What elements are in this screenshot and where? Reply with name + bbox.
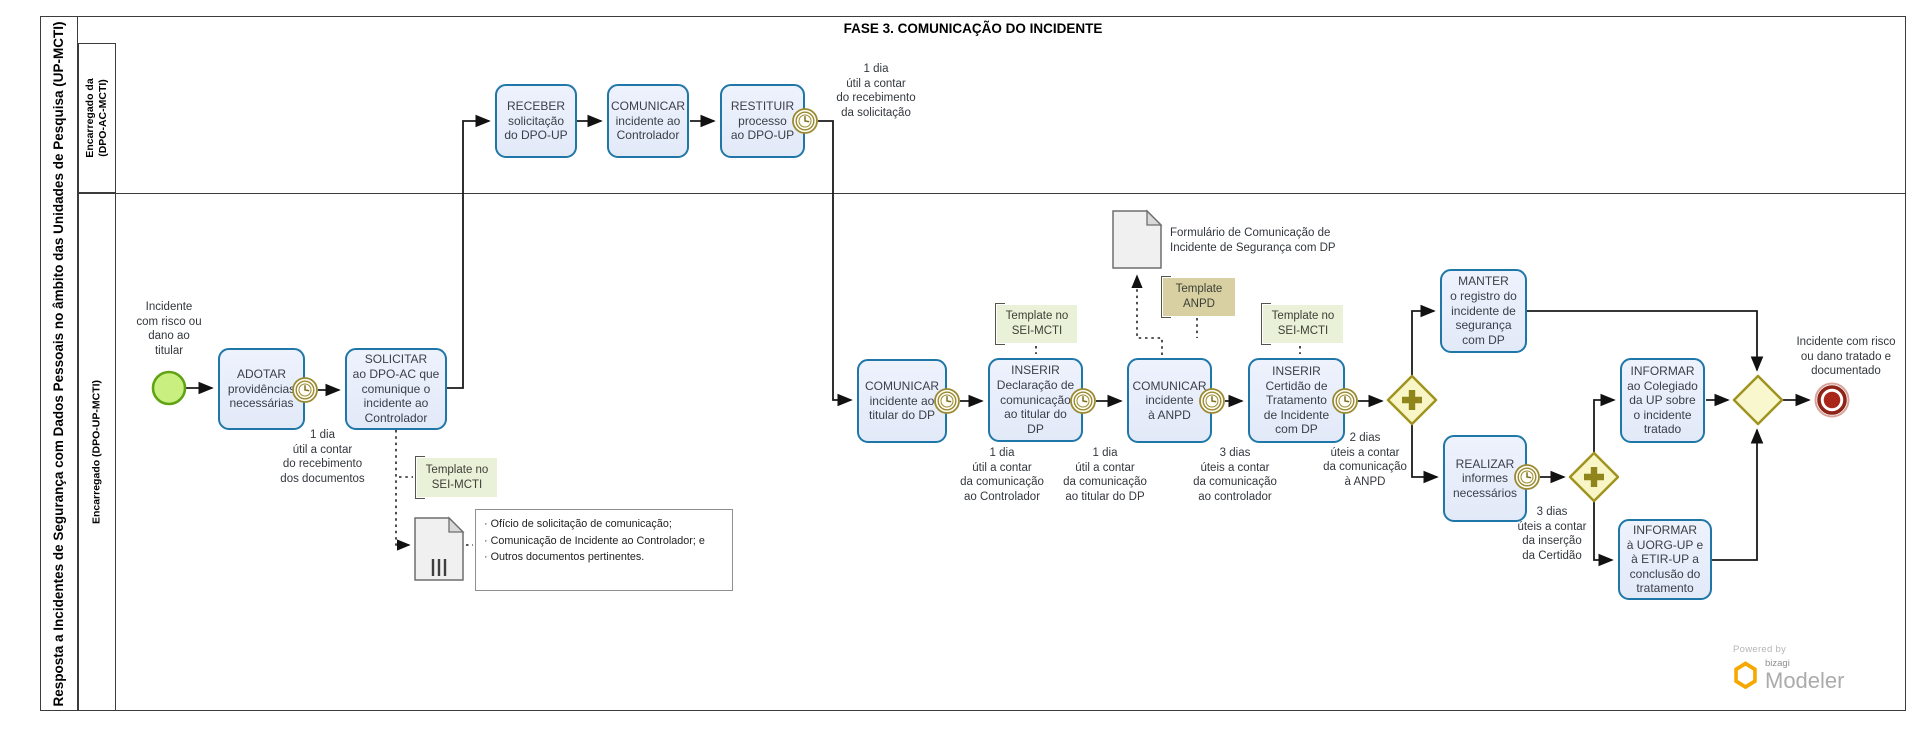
- documents-note: · Ofício de solicitação de comunicação; …: [475, 509, 733, 591]
- task-inserir-certidao: INSERIR Certidão de Tratamento de Incide…: [1248, 358, 1345, 443]
- label-prazo-adotar: 1 dia útil a contar do recebimento dos d…: [280, 429, 365, 486]
- label-prazo-ins-certidao: 2 dias úteis a contar da comunicação à A…: [1323, 432, 1407, 489]
- lane-header-bottom: Encarregado (DPO-UP-MCTI): [78, 193, 116, 711]
- note-line: · Ofício de solicitação de comunicação;: [484, 518, 672, 530]
- task-solicitar-dpo-ac: SOLICITAR ao DPO-AC que comunique o inci…: [345, 348, 447, 430]
- annotation-template-sei-2: Template no SEI-MCTI: [995, 303, 1077, 345]
- bizagi-hexagon-icon: [1734, 661, 1757, 690]
- lane-divider: [116, 193, 1906, 194]
- task-manter-registro: MANTER o registro do incidente de segura…: [1440, 269, 1527, 353]
- task-informar-uorg-etir: INFORMAR à UORG-UP e à ETIR-UP a conclus…: [1618, 519, 1712, 600]
- label-prazo-restituir: 1 dia útil a contar do recebimento da so…: [836, 63, 916, 120]
- pool-label: Resposta a Incidentes de Segurança com D…: [51, 21, 67, 706]
- modeler-product-text: Modeler: [1765, 667, 1845, 693]
- task-adotar-providencias: ADOTAR providências necessárias: [218, 348, 305, 430]
- note-line: · Comunicação de Incidente ao Controlado…: [484, 534, 705, 547]
- powered-by-text: Powered by: [1733, 644, 1787, 655]
- lane-bottom-label: Encarregado (DPO-UP-MCTI): [90, 379, 103, 525]
- lane-header-top: Encarregado da (DPO-AC-MCTI): [78, 43, 116, 193]
- annotation-template-sei-1: Template no SEI-MCTI: [415, 456, 497, 499]
- end-event-label: Incidente com risco ou dano tratado e do…: [1796, 336, 1896, 378]
- page-title: FASE 3. COMUNICAÇÃO DO INCIDENTE: [843, 21, 1103, 36]
- pool-label-band: Resposta a Incidentes de Segurança com D…: [40, 16, 78, 711]
- bizagi-watermark: Powered by bizagi Modeler: [1733, 644, 1844, 692]
- task-comunicar-controlador: COMUNICAR incidente ao Controlador: [607, 84, 689, 158]
- task-restituir-processo: RESTITUIR processo ao DPO-UP: [720, 84, 805, 158]
- label-prazo-realizar: 3 dias úteis a contar da inserção da Cer…: [1517, 506, 1587, 563]
- task-informar-colegiado: INFORMAR ao Colegiado da UP sobre o inci…: [1620, 358, 1705, 443]
- form-document-label: Formulário de Comunicação de Incidente d…: [1170, 227, 1336, 254]
- annotation-template-sei-3: Template no SEI-MCTI: [1261, 303, 1343, 345]
- annotation-template-anpd: Template ANPD: [1161, 276, 1235, 318]
- note-line: · Outros documentos pertinentes.: [484, 551, 645, 564]
- lane-top-label: Encarregado da (DPO-AC-MCTI): [83, 78, 109, 158]
- label-prazo-com-titular: 1 dia útil a contar da comunicação ao Co…: [960, 447, 1044, 504]
- task-realizar-informes: REALIZAR informes necessários: [1443, 435, 1527, 522]
- task-comunicar-titular: COMUNICAR incidente ao titular do DP: [857, 359, 947, 443]
- label-prazo-ins-declaracao: 1 dia útil a contar da comunicação ao ti…: [1063, 447, 1147, 504]
- label-prazo-com-anpd: 3 dias úteis a contar da comunicação ao …: [1193, 447, 1277, 504]
- task-comunicar-anpd: COMUNICAR incidente à ANPD: [1127, 358, 1212, 443]
- task-inserir-declaracao: INSERIR Declaração de comunicação ao tit…: [988, 358, 1083, 442]
- start-event-label: Incidente com risco ou dano ao titular: [136, 301, 202, 358]
- task-receber-solicitacao: RECEBER solicitação do DPO-UP: [495, 84, 577, 158]
- bizagi-brand-text: bizagi: [1765, 658, 1790, 669]
